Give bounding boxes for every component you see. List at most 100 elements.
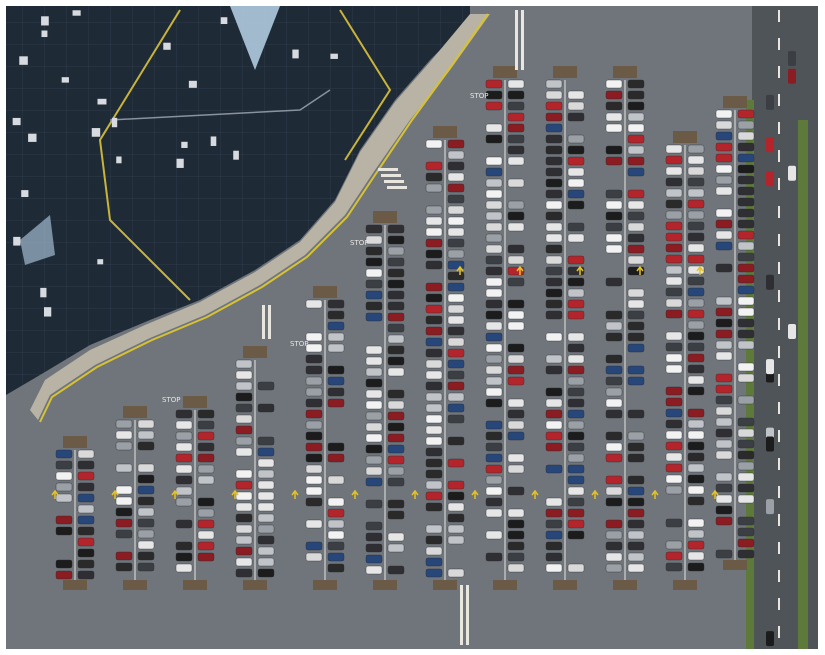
yellow-arrow: [576, 265, 584, 275]
parked-car: [567, 508, 585, 518]
parked-car: [687, 463, 705, 473]
parked-car: [605, 332, 623, 342]
parked-car: [485, 299, 503, 309]
parked-car: [627, 519, 645, 529]
parked-car: [567, 200, 585, 210]
parked-car: [387, 224, 405, 234]
road-car: [788, 68, 796, 84]
parked-car: [365, 378, 383, 388]
parked-car: [425, 183, 443, 193]
parked-car: [665, 463, 683, 473]
parked-car: [425, 546, 443, 556]
roof-unit: [13, 236, 21, 246]
parked-car: [507, 431, 525, 441]
parked-car: [485, 497, 503, 507]
parked-car: [387, 301, 405, 311]
tree-island: [63, 436, 87, 448]
parked-car: [485, 310, 503, 320]
parked-car: [627, 486, 645, 496]
parked-car: [387, 235, 405, 245]
parked-car: [545, 530, 563, 540]
parked-car: [175, 442, 193, 452]
parked-car: [737, 395, 755, 405]
yellow-curb: [39, 13, 489, 423]
parked-car: [687, 276, 705, 286]
parked-car: [485, 244, 503, 254]
parked-car: [425, 216, 443, 226]
parked-car: [115, 485, 133, 495]
parked-car: [605, 475, 623, 485]
road-dash: [778, 10, 780, 22]
parked-car: [605, 244, 623, 254]
parked-car: [567, 310, 585, 320]
parked-car: [507, 145, 525, 155]
parked-car: [257, 502, 275, 512]
parked-car: [687, 287, 705, 297]
parked-car: [425, 447, 443, 457]
parked-car: [715, 318, 733, 328]
parked-car: [485, 387, 503, 397]
parked-car: [327, 398, 345, 408]
road-car: [766, 499, 774, 515]
parked-car: [715, 472, 733, 482]
parked-car: [665, 485, 683, 495]
parked-car: [737, 527, 755, 537]
tree-island: [673, 580, 697, 590]
parked-car: [665, 540, 683, 550]
parked-car: [305, 420, 323, 430]
parked-car: [605, 112, 623, 122]
parked-car: [425, 458, 443, 468]
parked-car: [485, 486, 503, 496]
road-car: [788, 51, 796, 67]
parked-car: [545, 233, 563, 243]
parked-car: [567, 387, 585, 397]
parked-car: [737, 549, 755, 559]
parked-car: [605, 321, 623, 331]
parked-car: [627, 497, 645, 507]
parked-car: [715, 428, 733, 438]
parked-car: [715, 109, 733, 119]
parked-car: [115, 529, 133, 539]
parked-car: [567, 365, 585, 375]
crosswalk: [515, 10, 524, 70]
roof-unit: [176, 158, 184, 168]
parked-car: [425, 359, 443, 369]
parked-car: [687, 551, 705, 561]
parked-car: [425, 381, 443, 391]
parked-car: [545, 398, 563, 408]
crosswalk: [378, 168, 407, 189]
parked-car: [327, 442, 345, 452]
parked-car: [605, 211, 623, 221]
parked-car: [447, 436, 465, 446]
parked-car: [737, 428, 755, 438]
parked-car: [365, 499, 383, 509]
roof-unit: [28, 133, 37, 142]
parked-car: [77, 460, 95, 470]
parked-cars: [55, 79, 755, 580]
roof-unit: [91, 128, 101, 137]
parked-car: [507, 200, 525, 210]
parked-car: [425, 568, 443, 578]
road-dash: [778, 262, 780, 274]
parked-car: [507, 409, 525, 419]
parked-car: [737, 494, 755, 504]
parked-car: [365, 301, 383, 311]
parked-car: [507, 486, 525, 496]
parked-car: [665, 254, 683, 264]
parked-car: [365, 466, 383, 476]
parked-car: [235, 535, 253, 545]
parked-car: [605, 101, 623, 111]
parked-car: [197, 431, 215, 441]
parked-car: [627, 365, 645, 375]
parked-car: [235, 403, 253, 413]
parked-car: [387, 268, 405, 278]
parked-car: [235, 480, 253, 490]
parked-car: [55, 493, 73, 503]
roof-unit: [233, 150, 239, 160]
parked-car: [737, 373, 755, 383]
parked-car: [567, 475, 585, 485]
parked-car: [305, 464, 323, 474]
parked-car: [665, 562, 683, 572]
parked-car: [567, 486, 585, 496]
parked-car: [175, 475, 193, 485]
